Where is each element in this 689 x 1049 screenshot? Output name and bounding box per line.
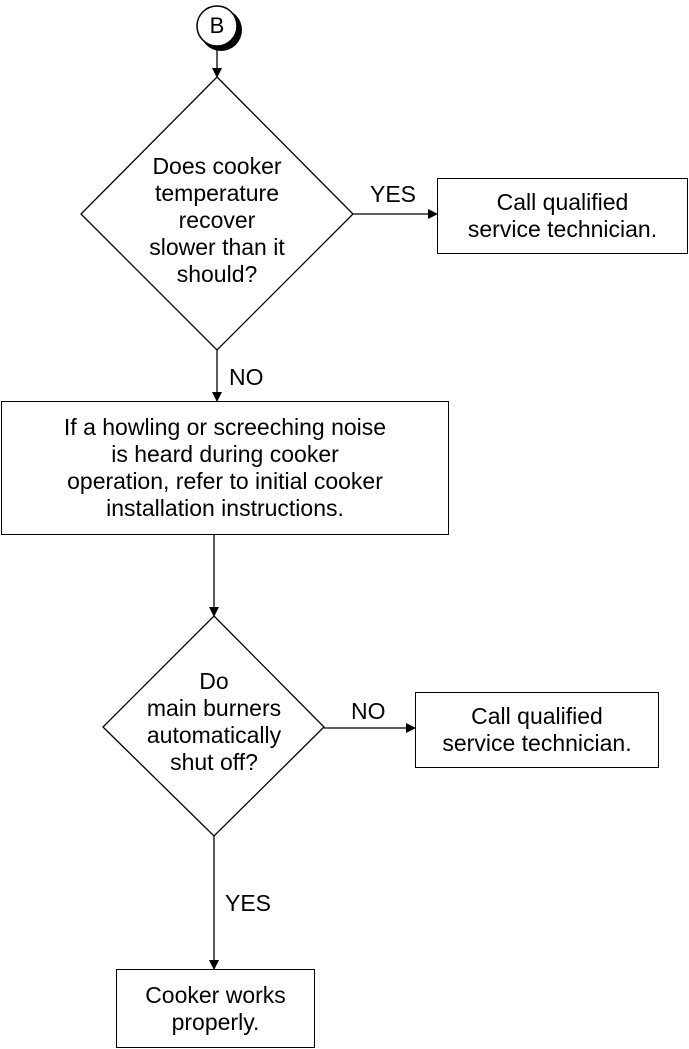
action2-box: Call qualified service technician. bbox=[415, 692, 659, 768]
action2-text: Call qualified service technician. bbox=[442, 703, 632, 756]
step2-box: If a howling or screeching noise is hear… bbox=[1, 401, 449, 535]
decision2-yes-label: YES bbox=[225, 890, 272, 916]
end-text: Cooker works properly. bbox=[145, 981, 286, 1035]
decision1-yes-label: YES bbox=[370, 181, 417, 207]
connector-label: B bbox=[209, 13, 225, 38]
decision2-text: Do main burners automatically shut off? bbox=[146, 668, 282, 775]
action1-box: Call qualified service technician. bbox=[437, 178, 688, 254]
decision2-no-label: NO bbox=[351, 698, 386, 724]
end-box: Cooker works properly. bbox=[116, 969, 315, 1048]
step2-text: If a howling or screeching noise is hear… bbox=[63, 414, 387, 521]
decision1-no-label: NO bbox=[229, 364, 264, 390]
action1-text: Call qualified service technician. bbox=[467, 189, 658, 242]
connector-circle bbox=[196, 5, 238, 47]
decision1-text: Does cooker temperature recover slower t… bbox=[149, 153, 285, 287]
